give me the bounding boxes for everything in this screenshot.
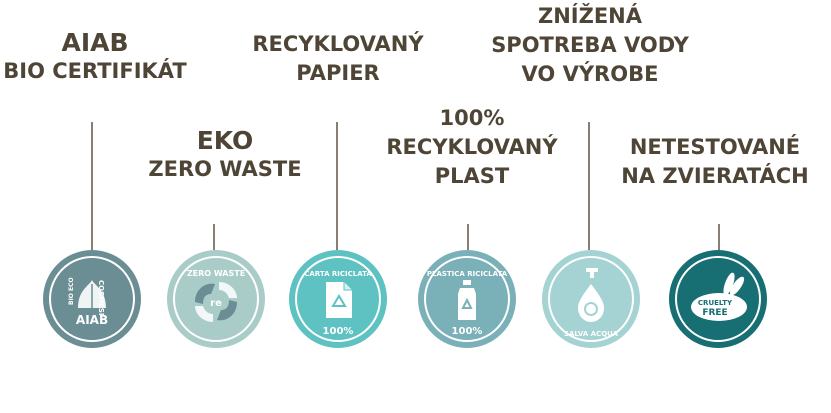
badge-recycled-plastic: PLASTICA RICICLATA 100% [418,250,516,348]
label-cruelty: NETESTOVANÉ NA ZVIERATÁCH [610,133,820,191]
label-water-line2: SPOTREBA VODY [491,33,689,57]
bio-cosmesi-icon: COSMESI BIO ECO AIAB [43,250,141,348]
badge-cruelty-free: CRUELTY FREE [669,250,767,348]
badge-zero-waste-text: ZERO WASTE [187,269,245,278]
label-plastic: 100% RECYKLOVANÝ PLAST [362,104,582,191]
label-plastic-line3: PLAST [434,164,510,188]
badge-paper-percent: 100% [323,326,354,337]
badge-aiab: COSMESI BIO ECO AIAB [43,250,141,348]
water-saving-icon: SALVA ACQUA [542,250,640,348]
badge-plastic-percent: 100% [452,326,483,337]
label-cruelty-line1: NETESTOVANÉ [629,135,801,159]
connector-line-paper [336,122,338,250]
label-water: ZNÍŽENÁ SPOTREBA VODY VO VÝROBE [470,2,710,89]
label-water-line1: ZNÍŽENÁ [537,4,642,28]
label-aiab-line2: BIO CERTIFIKÁT [3,59,187,83]
recycled-plastic-icon: PLASTICA RICICLATA 100% [418,250,516,348]
label-cruelty-line2: NA ZVIERATÁCH [621,164,809,188]
badge-plastic-text: PLASTICA RICICLATA [427,270,508,278]
badge-paper-text: CARTA RICICLATA [304,270,372,278]
badge-zero-waste: ZERO WASTE re [167,250,265,348]
connector-line-water [588,122,590,250]
badge-water-saving: SALVA ACQUA [542,250,640,348]
badge-zero-waste-re: re [210,298,222,309]
label-eko-line2: ZERO WASTE [148,157,302,181]
label-eko: EKO ZERO WASTE [110,126,340,184]
badge-cruelty-text-2: FREE [702,308,727,318]
badge-aiab-text-cosmesi: COSMESI [97,280,105,316]
label-eko-line1: EKO [196,126,254,155]
recycled-paper-icon: CARTA RICICLATA 100% [289,250,387,348]
label-aiab: AIAB BIO CERTIFIKÁT [0,28,190,86]
badge-aiab-text-aiab: AIAB [76,313,108,327]
label-paper-line1: RECYKLOVANÝ [252,32,424,56]
badge-aiab-text-bioeco: BIO ECO [68,277,75,305]
zero-waste-icon: ZERO WASTE re [167,250,265,348]
connector-line-aiab [91,122,93,250]
connector-line-plastic [467,224,469,250]
label-plastic-line1: 100% [439,106,505,130]
connector-line-eko [213,224,215,250]
label-aiab-line1: AIAB [61,28,129,57]
badge-recycled-paper: CARTA RICICLATA 100% [289,250,387,348]
label-paper-line2: PAPIER [296,61,380,85]
label-paper: RECYKLOVANÝ PAPIER [228,30,448,88]
badge-water-text: SALVA ACQUA [564,330,619,338]
label-water-line3: VO VÝROBE [521,62,659,86]
connector-line-cruelty [718,224,720,250]
badge-cruelty-text-1: CRUELTY [698,299,733,307]
cruelty-free-icon: CRUELTY FREE [669,250,767,348]
label-plastic-line2: RECYKLOVANÝ [386,135,558,159]
